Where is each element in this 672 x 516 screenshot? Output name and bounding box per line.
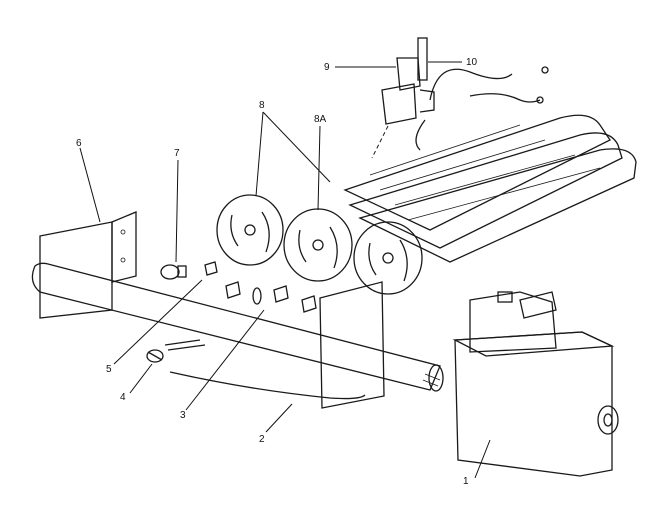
manifold-bracket-plate bbox=[319, 281, 385, 409]
label-part-7: 7 bbox=[174, 148, 180, 159]
leader-lines bbox=[79, 61, 491, 479]
callout-labels: 1 2 3 4 5 6 7 8 8A 9 10 bbox=[76, 57, 478, 487]
burner-tubes bbox=[343, 114, 637, 263]
label-part-9: 9 bbox=[324, 62, 330, 73]
pilot-assembly bbox=[371, 37, 549, 159]
label-part-1: 1 bbox=[463, 476, 469, 487]
manifold-pipe bbox=[31, 262, 444, 392]
gas-valve bbox=[452, 291, 619, 477]
burner-face-plates bbox=[216, 194, 423, 295]
label-part-8a: 8A bbox=[314, 114, 327, 125]
label-part-8: 8 bbox=[259, 100, 265, 111]
label-part-5: 5 bbox=[106, 364, 112, 375]
label-part-10: 10 bbox=[466, 57, 478, 68]
label-part-6: 6 bbox=[76, 138, 82, 149]
label-part-3: 3 bbox=[180, 410, 186, 421]
pilot-tube bbox=[169, 371, 366, 400]
small-fittings bbox=[146, 261, 317, 363]
label-part-4: 4 bbox=[120, 392, 126, 403]
label-part-2: 2 bbox=[259, 434, 265, 445]
